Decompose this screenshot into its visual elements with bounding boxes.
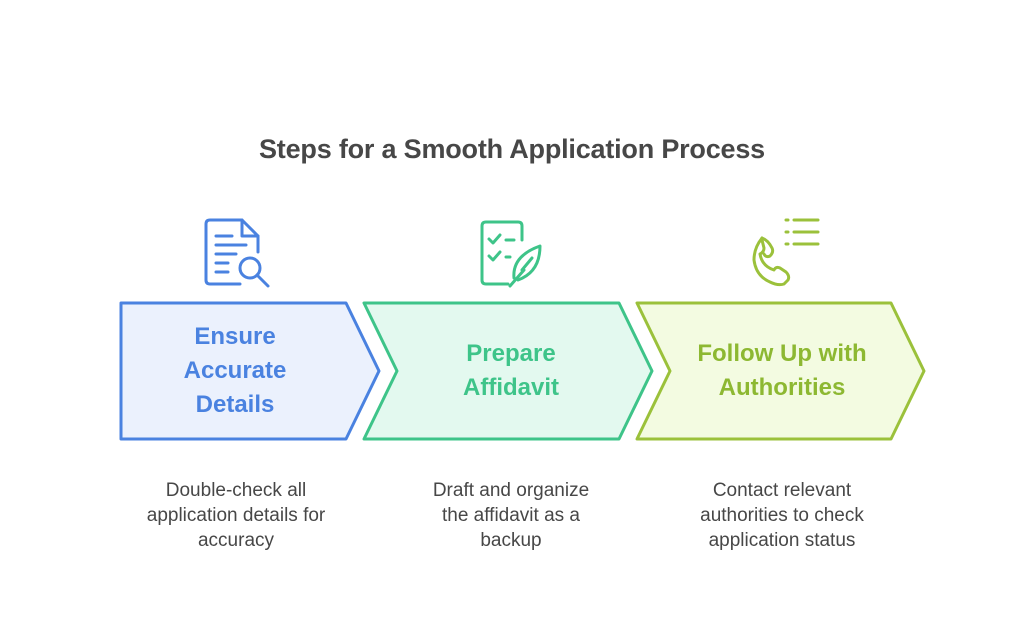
step-1-description: Double-check all application details for… [146, 480, 326, 551]
step-3-arrow [635, 301, 926, 441]
step-3-label: Follow Up with Authorities [697, 340, 867, 401]
phone-list-icon [752, 218, 820, 287]
step-3-description: Contact relevant authorities to check ap… [700, 480, 864, 551]
checklist-quill-icon [480, 220, 542, 288]
step-2-label: Prepare Affidavit [463, 340, 559, 401]
step-1-label: Ensure Accurate Details [183, 323, 287, 418]
step-2-description: Draft and organize the affidavit as a ba… [432, 480, 590, 551]
diagram-title: Steps for a Smooth Application Process [259, 134, 765, 164]
document-search-icon [204, 218, 270, 288]
step-1-arrow [119, 301, 381, 441]
step-2-arrow [362, 301, 654, 441]
